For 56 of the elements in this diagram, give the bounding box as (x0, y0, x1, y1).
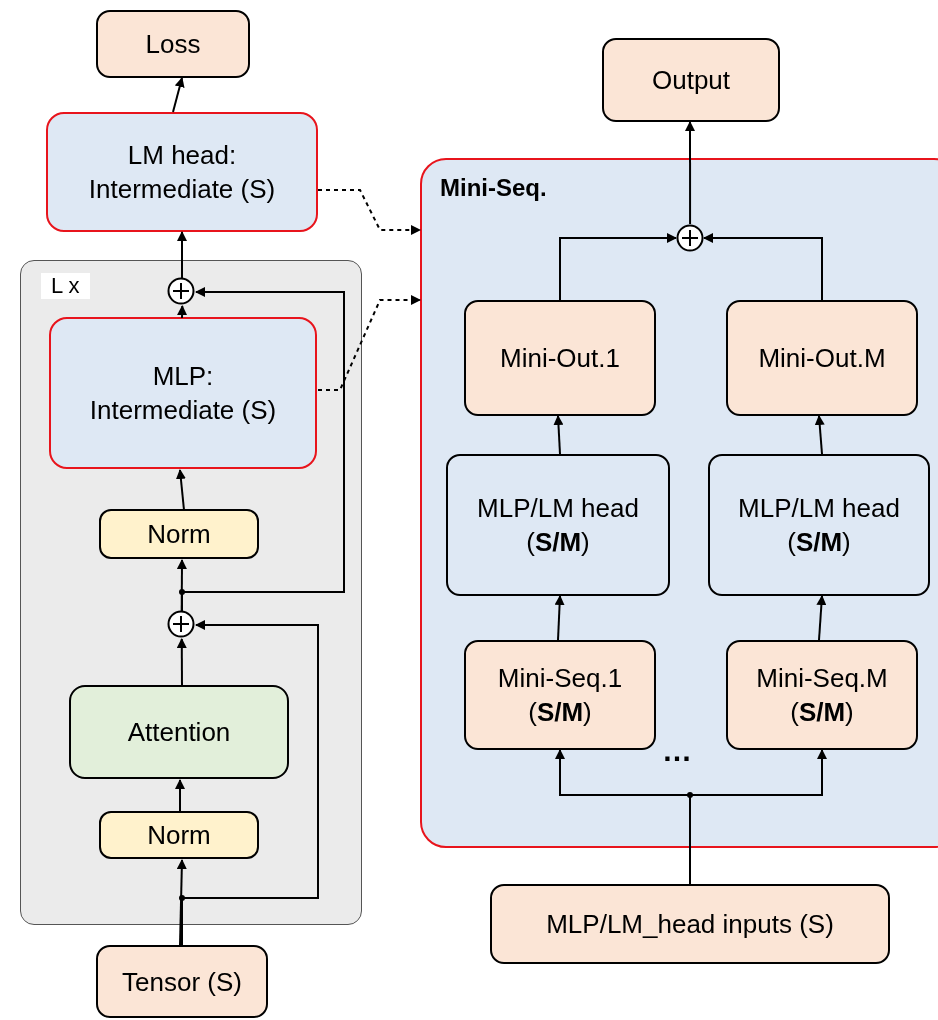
arrow (554, 595, 565, 641)
ellipsis-label: … (662, 734, 692, 768)
arrow (814, 415, 825, 455)
node-label: MLP: Intermediate (S) (88, 360, 278, 427)
arrow (177, 305, 188, 319)
node-label: MLP/LM head (S/M) (476, 492, 640, 559)
node-label: Loss (145, 28, 201, 61)
node-label: LM head: Intermediate (S) (87, 139, 277, 206)
arrow (553, 415, 564, 455)
lm-head-box (46, 112, 318, 232)
dashed-arrow (317, 189, 421, 235)
mini-seq-group (420, 158, 938, 848)
add-circle (676, 224, 704, 252)
node-label: Mini-Out.1 (500, 342, 620, 375)
add-circle (167, 277, 195, 305)
arrow (816, 595, 827, 641)
add-circle (167, 610, 195, 638)
arrow (175, 779, 185, 813)
output-box (602, 38, 780, 122)
node-label: Norm (147, 819, 211, 852)
node-label: Attention (127, 716, 231, 749)
arrow (172, 77, 185, 113)
arrow (175, 469, 186, 511)
dashed-arrow (317, 295, 421, 391)
mini-out-box (726, 300, 918, 416)
group-title: Mini-Seq. (440, 174, 547, 202)
arrow (181, 620, 319, 946)
arrow (181, 287, 345, 612)
arrow (176, 638, 187, 687)
mini-seq-box (464, 640, 656, 750)
norm-box (99, 811, 259, 859)
node-label: MLP/LM_head inputs (S) (546, 908, 834, 941)
group-label: L x (41, 273, 90, 299)
node-label: Mini-Seq.M (S/M) (755, 662, 889, 729)
arrow (559, 233, 677, 301)
tensor-box (96, 945, 268, 1018)
arrow (703, 233, 823, 301)
node-label: Tensor (S) (122, 965, 242, 999)
mlp-lm-head-box (446, 454, 670, 596)
loss-box (96, 10, 250, 78)
layer-group (20, 260, 362, 925)
mlp-box (49, 317, 317, 469)
node-label: Output (651, 64, 731, 97)
arrow (177, 231, 187, 279)
mini-seq-box (726, 640, 918, 750)
mini-out-box (464, 300, 656, 416)
node-label: Mini-Out.M (758, 342, 886, 375)
arrow (176, 859, 187, 946)
node-label: Norm (147, 518, 211, 551)
attention-box (69, 685, 289, 779)
mlp-lm-head-box (708, 454, 930, 596)
inputs-box (490, 884, 890, 964)
node-label: MLP/LM head (S/M) (737, 492, 901, 559)
node-label: Mini-Seq.1 (S/M) (496, 662, 624, 729)
norm-box (99, 509, 259, 559)
arrow (685, 121, 695, 225)
